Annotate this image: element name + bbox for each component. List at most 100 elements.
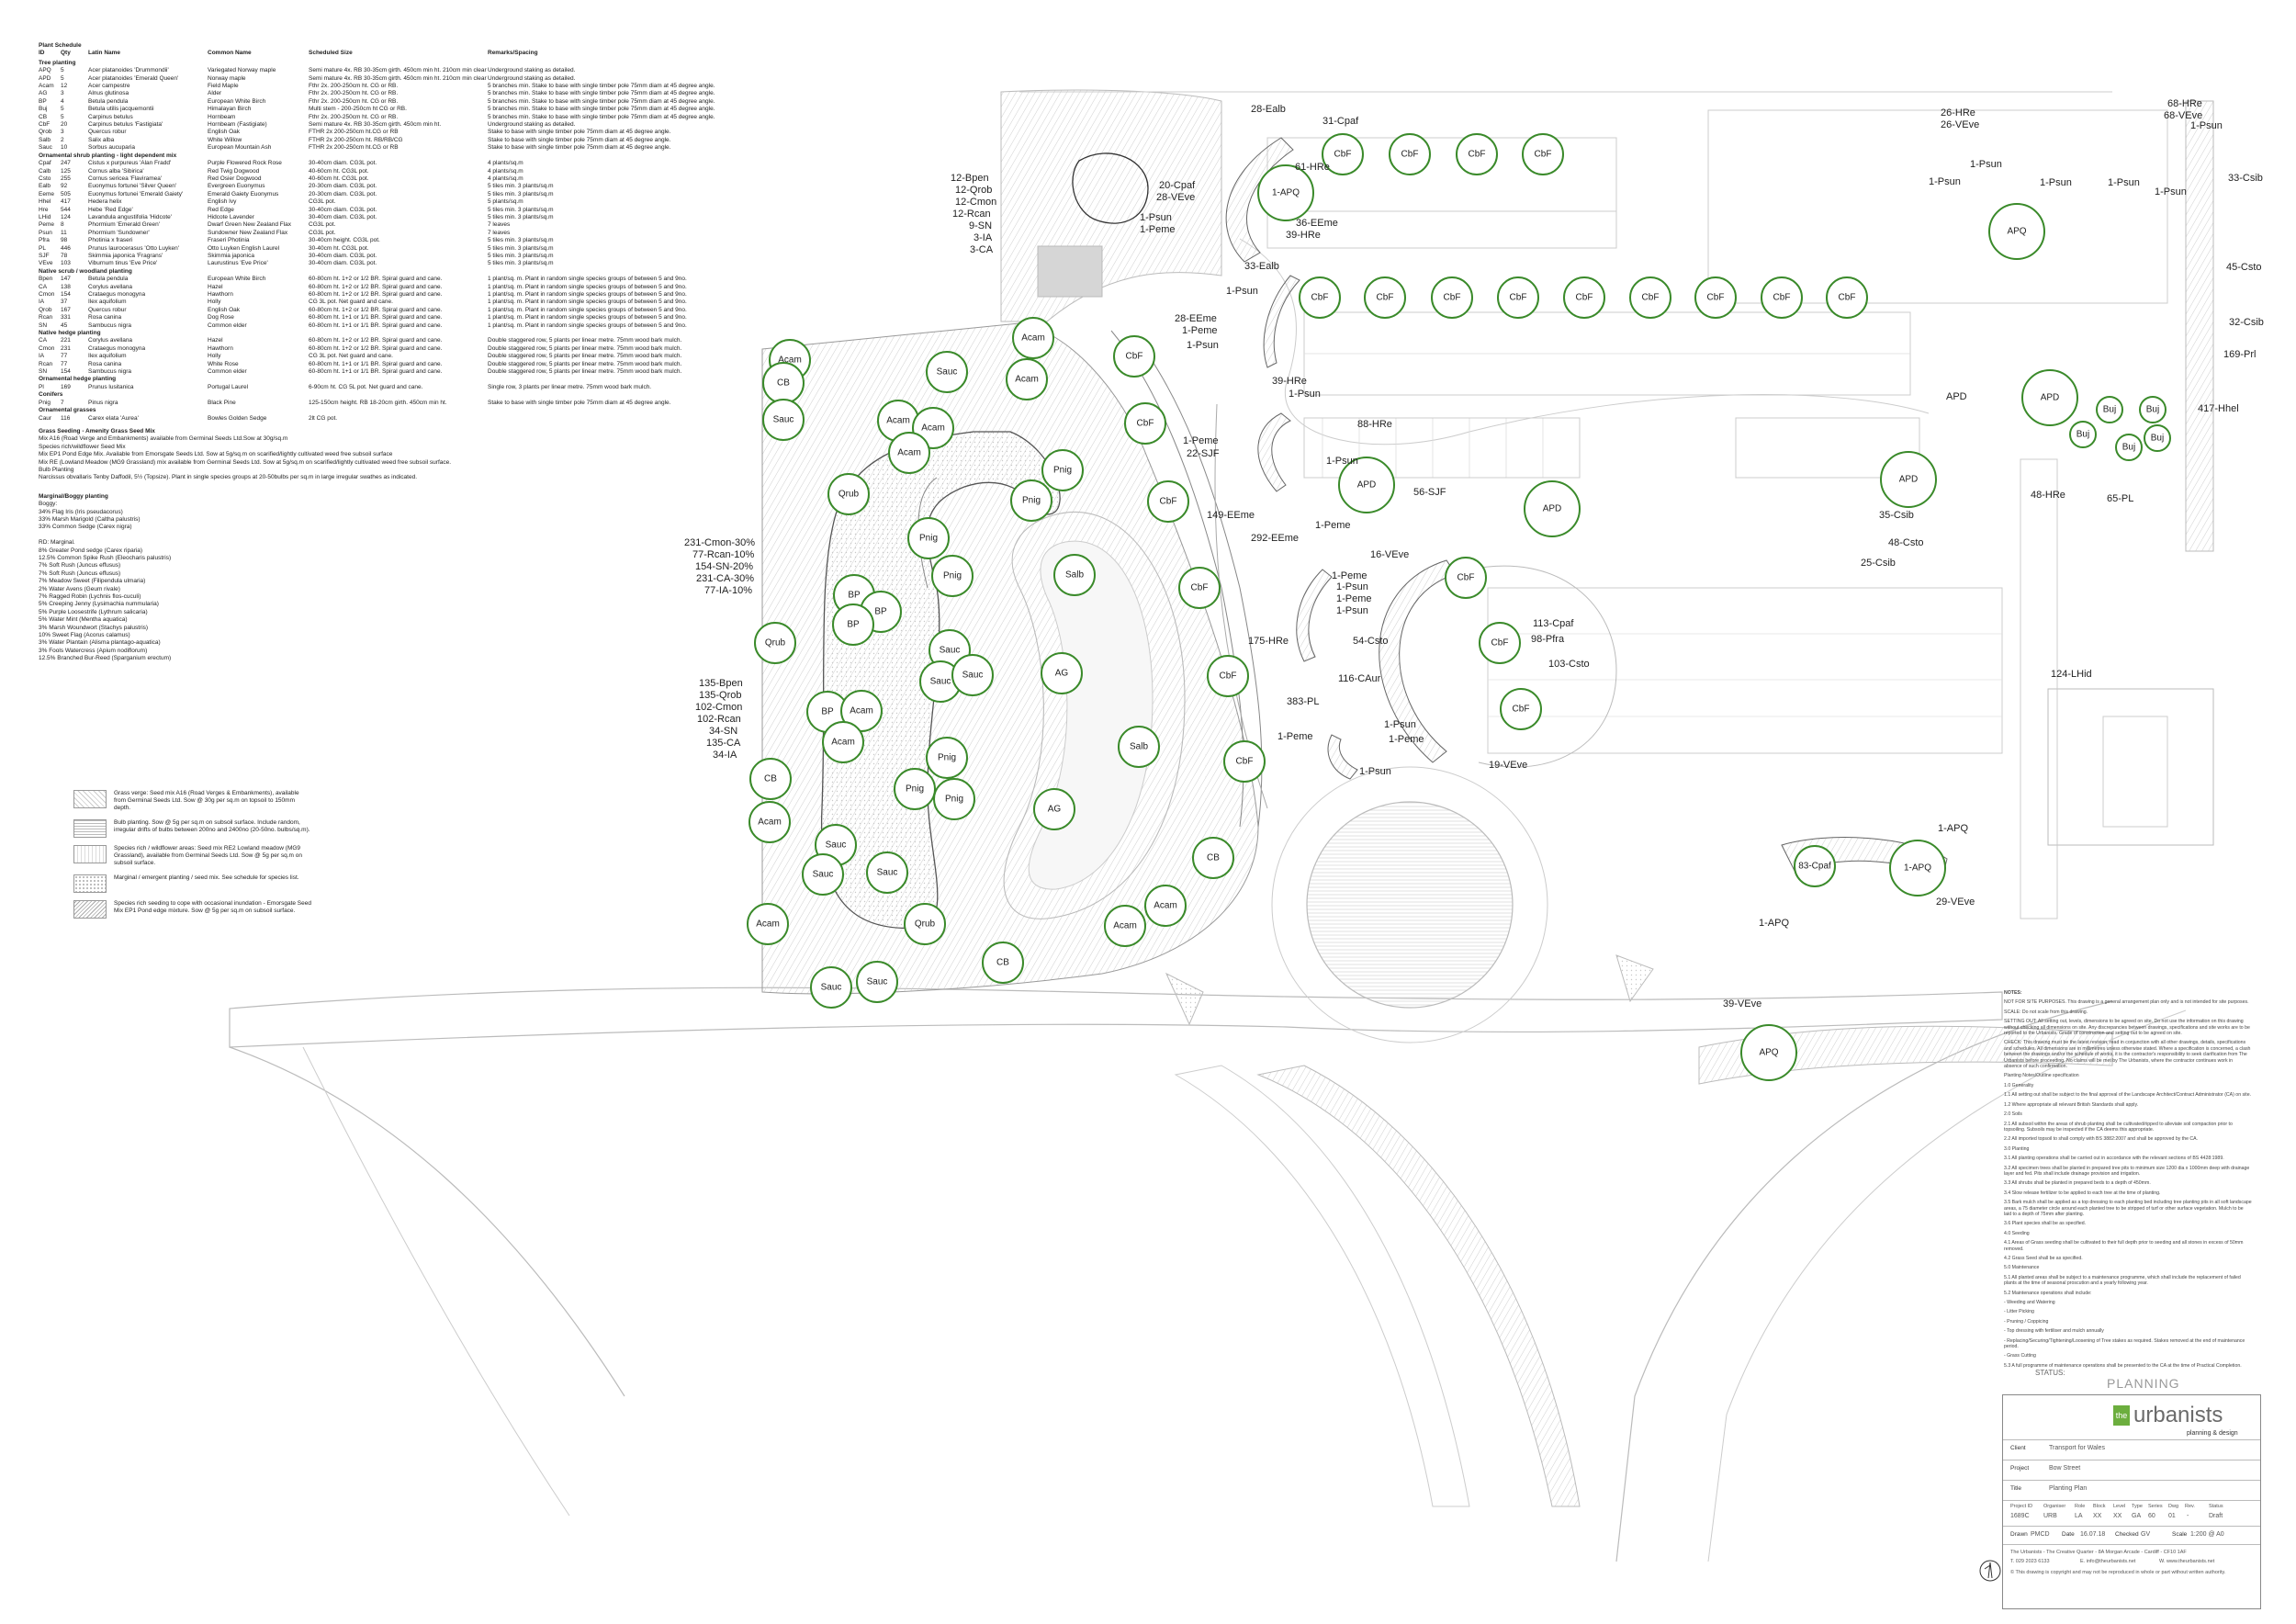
schedule-cell: Alnus glutinosa	[88, 90, 129, 97]
plan-label: 3-CA	[970, 244, 994, 255]
tree-canopy	[2144, 424, 2171, 452]
schedule-cell: English Ivy	[208, 198, 237, 206]
tree-code: CbF	[1458, 573, 1475, 583]
schedule-cell: Cmon	[39, 291, 55, 298]
plan-label: 28-EEme	[1175, 313, 1217, 324]
tree-code: Sauc	[930, 677, 951, 687]
plan-label: 34-IA	[713, 750, 737, 761]
tree-canopy	[754, 622, 796, 664]
plan-label: 135-Bpen	[699, 678, 743, 689]
schedule-cell: Red Osier Dogwood	[208, 175, 262, 182]
tree-code: Acam	[1021, 333, 1045, 344]
tree-symbol: CbF	[1431, 276, 1473, 319]
plan-label: 231-Cmon-30%	[684, 537, 755, 548]
schedule-note-line: 2% Water Avens (Geum rivale)	[39, 585, 120, 592]
schedule-cell: 5	[61, 74, 64, 82]
schedule-note-line: 7% Soft Rush (Juncus effusus)	[39, 562, 121, 570]
logo-mark: the	[2113, 1405, 2130, 1426]
schedule-cell: Holly	[208, 353, 221, 360]
tree-code: Sauc	[826, 840, 847, 851]
legend-item: Bulb planting. Sow @ 5g per sq.m on subs…	[73, 819, 312, 838]
tree-code: Acam	[1113, 921, 1137, 931]
tree-canopy	[1006, 358, 1048, 400]
schedule-cell: 167	[61, 306, 71, 313]
tree-symbol: CbF	[1223, 740, 1266, 783]
schedule-cell: Calb	[39, 167, 51, 175]
schedule-cell: Crataegus monogyna	[88, 291, 146, 298]
curved-bed-3	[1257, 412, 1291, 492]
schedule-cell: Sauc	[39, 144, 52, 152]
tree-symbol: Salb	[1118, 726, 1160, 768]
tree-symbol: CbF	[1479, 622, 1521, 664]
tree-code: CbF	[1513, 705, 1530, 715]
note-line: 3.0 Planting	[2004, 1145, 2030, 1152]
plan-label: 169-Prl	[2223, 349, 2256, 360]
pid-value: 1689C	[2010, 1513, 2030, 1519]
shaded-area	[1037, 245, 1103, 298]
schedule-cell: 20	[61, 121, 68, 129]
schedule-cell: Crataegus monogyna	[88, 344, 146, 352]
schedule-cell: Evergreen Euonymus	[208, 183, 265, 190]
plan-label: 124-LHid	[2051, 669, 2092, 680]
tree-code: APD	[1899, 475, 1919, 485]
plan-label: 35-Csib	[1879, 510, 1914, 521]
note-line: 4.1 Areas of Grass seeding shall be cult…	[2004, 1240, 2244, 1252]
tree-symbol: Buj	[2069, 421, 2097, 448]
plan-label: 98-Pfra	[1531, 634, 1565, 645]
schedule-cell: Stake to base with single timber pole 75…	[488, 129, 671, 136]
path-loop-outer	[1003, 512, 1186, 919]
tree-symbol: Pnig	[894, 768, 936, 810]
tree-code: CB	[764, 774, 777, 784]
schedule-cell: Double staggered row, 5 plants per linea…	[488, 353, 682, 360]
carpark-oval	[1469, 565, 1617, 768]
date-label: Date	[2062, 1531, 2075, 1538]
schedule-cell: 147	[61, 276, 71, 283]
tree-canopy	[1178, 567, 1221, 609]
legend-text: Grass verge: Seed mix A16 (Road Verges &…	[114, 790, 299, 811]
plan-label: 1-Psun	[1187, 340, 1219, 351]
tree-canopy	[1124, 402, 1166, 445]
road-curve-south	[302, 1046, 570, 1517]
tree-symbol: 1-APQ	[1889, 840, 1946, 897]
tree-code: CB	[1207, 853, 1220, 863]
tree-canopy	[1431, 276, 1473, 319]
carpark-south-bays	[1488, 633, 2002, 717]
schedule-cell: 5	[61, 106, 64, 113]
note-line: 2.1 All subsoil within the areas of shru…	[2004, 1121, 2233, 1133]
tree-code: APD	[2041, 393, 2060, 403]
tree-code: Pnig	[945, 795, 963, 805]
schedule-cell: Hebe 'Red Edge'	[88, 206, 133, 213]
tree-symbol: CbF	[1147, 480, 1189, 523]
schedule-cell: CG3L pot.	[309, 198, 336, 206]
schedule-cell: Alder	[208, 90, 222, 97]
tree-code: CbF	[1839, 293, 1856, 303]
schedule-cell: 4 plants/sq.m	[488, 175, 523, 182]
schedule-note-line: Mix A16 (Road Verge and Embankments) ava…	[39, 435, 288, 443]
logo-name: urbanists	[2133, 1403, 2223, 1427]
schedule-note-line: Mix EP1 Pond Edge Mix. Available from Em…	[39, 451, 393, 458]
legend-text: Species rich seeding to cope with occasi…	[114, 900, 311, 914]
east-carpark	[1707, 109, 2168, 304]
scale-label: Scale	[2172, 1531, 2188, 1538]
schedule-cell: 5 branches min. Stake to base with singl…	[488, 97, 715, 105]
tree-symbol: Acam	[748, 801, 791, 843]
schedule-cell: Pl	[39, 383, 44, 390]
plan-label: 12-Rcan	[952, 209, 991, 220]
schedule-cell: Acer platanoides 'Drummondii'	[88, 67, 169, 74]
schedule-cell: FTHR 2x 200-250cm ht.CG or RB	[309, 129, 399, 136]
schedule-note-line: Species rich/wildflower Seed Mix	[39, 443, 126, 450]
scale-value: 1:200 @ A0	[2190, 1531, 2224, 1538]
schedule-col-header: Remarks/Spacing	[488, 50, 538, 57]
tree-symbol: Sauc	[802, 853, 844, 896]
legend-item: Species rich seeding to cope with occasi…	[73, 900, 312, 919]
note-line: 1.1 All setting out shall be subject to …	[2004, 1092, 2252, 1099]
curved-bed-5	[1296, 569, 1333, 662]
schedule-cell: 12	[61, 83, 68, 90]
seeding-title: Grass Seeding - Amenity Grass Seed Mix	[39, 427, 155, 434]
schedule-cell: Phormium 'Sundowner'	[88, 229, 150, 236]
schedule-section-title: Conifers	[39, 391, 63, 399]
